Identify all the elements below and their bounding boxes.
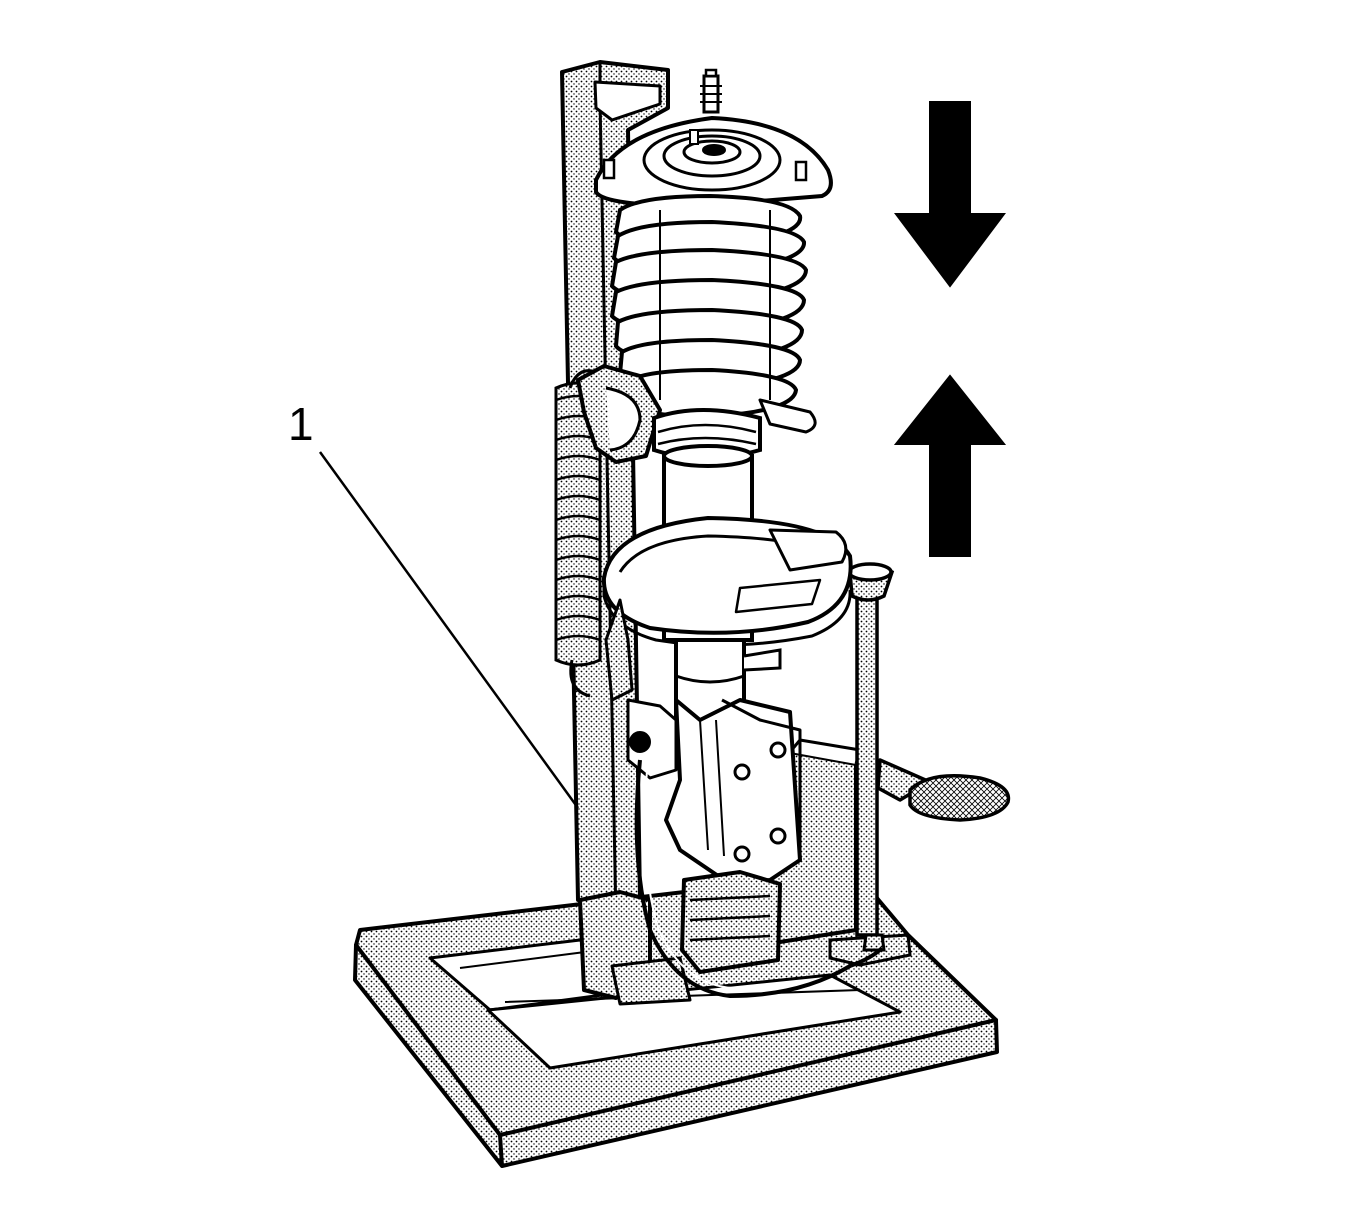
strut-upper-mount [594,68,833,209]
lower-strut-clamp [610,870,782,1006]
callout-1: 1 [288,398,580,809]
compress-arrow-down [894,101,1006,288]
brake-hose [634,759,884,999]
strut-knuckle-bracket [626,698,802,886]
upper-spring-jaw [576,364,817,464]
strut-coil-spring [609,193,809,419]
threaded-rod [847,562,895,952]
callout-1-label: 1 [288,398,314,450]
foot-pedal [876,758,1011,822]
callout-1-leader [318,451,580,809]
release-arrow-up [893,374,1007,557]
compressor-base-plate [353,870,999,1168]
